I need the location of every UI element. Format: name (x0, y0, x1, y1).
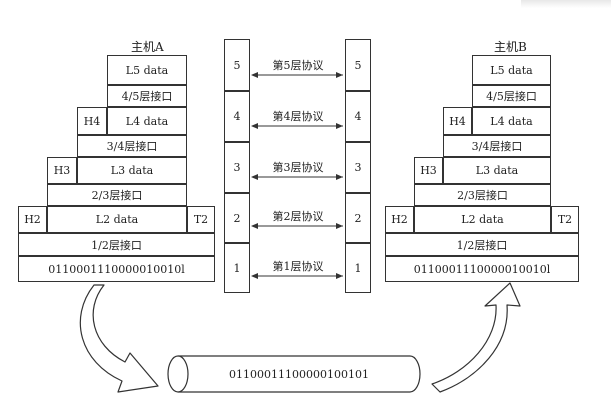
right-layer-5: 5 (345, 39, 371, 91)
host-a-interface-3-4: 3/4层接口 (77, 135, 187, 157)
host-b-title: 主机B (494, 40, 527, 54)
host-b-h2-header: H2 (385, 206, 414, 233)
protocol-label-3: 第3层协议 (272, 161, 324, 174)
protocol-label-2: 第2层协议 (272, 210, 324, 223)
host-a-title: 主机A (131, 40, 164, 54)
host-b-interface-2-3: 2/3层接口 (414, 184, 551, 206)
host-b-l5-data: L5 data (472, 55, 551, 85)
protocol-label-4: 第4层协议 (272, 110, 324, 123)
host-a-l2-data: L2 data (47, 206, 187, 233)
left-layer-4: 4 (224, 91, 250, 142)
host-b-interface-3-4: 3/4层接口 (443, 135, 551, 157)
host-b-t2-trailer: T2 (551, 206, 579, 233)
host-a-interface-4-5: 4/5层接口 (107, 85, 187, 107)
host-a-bitstream: 0110001110000010010l (18, 256, 215, 282)
right-layer-4: 4 (345, 91, 371, 142)
protocol-label-5: 第5层协议 (272, 59, 324, 72)
host-b-bitstream: 0110001110000010010l (385, 256, 579, 282)
right-curved-arrow (431, 282, 521, 393)
left-layer-1: 1 (224, 243, 250, 293)
host-b-interface-1-2: 1/2层接口 (385, 233, 579, 256)
right-layer-3: 3 (345, 142, 371, 193)
transmission-cable (167, 355, 421, 393)
left-layer-5: 5 (224, 39, 250, 91)
cable-bitstream: 01100011100000100101 (229, 368, 369, 381)
host-b-h4-header: H4 (443, 107, 472, 135)
corner-shadow (521, 0, 611, 8)
host-a-l3-data: L3 data (77, 157, 187, 184)
left-layer-2: 2 (224, 193, 250, 243)
host-b-l2-data: L2 data (414, 206, 551, 233)
host-a-h3-header: H3 (47, 157, 77, 184)
host-a-interface-2-3: 2/3层接口 (47, 184, 187, 206)
host-b-l3-data: L3 data (443, 157, 551, 184)
host-b-h3-header: H3 (414, 157, 443, 184)
right-layer-2: 2 (345, 193, 371, 243)
host-a-h2-header: H2 (18, 206, 47, 233)
host-b-l4-data: L4 data (472, 107, 551, 135)
host-a-h4-header: H4 (77, 107, 107, 135)
host-a-interface-1-2: 1/2层接口 (18, 233, 215, 256)
left-curved-arrow (79, 284, 159, 393)
host-a-l4-data: L4 data (107, 107, 187, 135)
host-a-t2-trailer: T2 (187, 206, 215, 233)
host-a-l5-data: L5 data (107, 55, 187, 85)
right-layer-1: 1 (345, 243, 371, 293)
left-layer-3: 3 (224, 142, 250, 193)
protocol-label-1: 第1层协议 (272, 260, 324, 273)
host-b-interface-4-5: 4/5层接口 (472, 85, 551, 107)
